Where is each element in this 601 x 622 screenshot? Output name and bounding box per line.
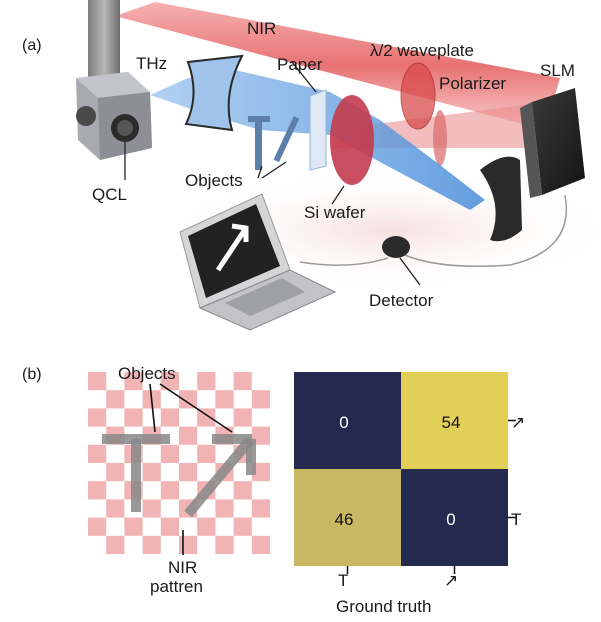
checker-square <box>197 444 216 463</box>
checker-square <box>124 372 143 391</box>
concave-mirror-right <box>480 156 522 242</box>
objects-stands <box>248 116 300 170</box>
nir-pattern-checkerboard <box>88 372 270 554</box>
checker-square <box>88 481 107 500</box>
detector-label: Detector <box>369 291 434 310</box>
polarizer-label: Polarizer <box>439 74 507 93</box>
checker-square <box>106 390 125 409</box>
panel-b-tag: (b) <box>22 366 42 383</box>
objects-shapes <box>102 434 256 518</box>
laptop <box>179 193 337 331</box>
checker-square <box>88 372 107 391</box>
checker-square <box>251 499 270 518</box>
paper-label: Paper <box>277 55 323 74</box>
checker-square <box>106 535 125 554</box>
checker-square <box>88 408 107 427</box>
matrix-cell-value: 54 <box>441 413 461 432</box>
qcl-device <box>76 0 152 160</box>
matrix-cell-value: 46 <box>334 510 354 529</box>
checker-square <box>251 535 270 554</box>
checker-square <box>197 517 216 536</box>
checker-square <box>88 444 107 463</box>
checker-square <box>215 535 234 554</box>
nir-pattern-label-line2: pattren <box>150 577 203 596</box>
checker-square <box>106 499 125 518</box>
nir-beam <box>115 2 560 130</box>
panel-b-leaders <box>149 383 233 555</box>
checker-square <box>160 372 179 391</box>
checker-square <box>179 535 198 554</box>
thz-beam <box>150 70 485 210</box>
nir-pattern-label-line1: NIR <box>168 558 198 577</box>
checker-square <box>215 499 234 518</box>
checker-square <box>160 481 179 500</box>
objects-label: Objects <box>185 171 243 190</box>
nir-label: NIR <box>247 19 277 38</box>
checker-square <box>142 535 161 554</box>
slm-device <box>520 88 585 198</box>
checker-square <box>142 463 161 482</box>
col-tick-label: T <box>338 571 349 590</box>
checker-square <box>160 517 179 536</box>
slm-label: SLM <box>540 61 575 80</box>
checker-square <box>106 463 125 482</box>
col-tick-label: ↗ <box>444 571 459 590</box>
checker-square <box>124 408 143 427</box>
matrix-cell <box>294 372 401 469</box>
thz-label: THz <box>136 54 168 73</box>
row-tick-label: T <box>511 510 522 529</box>
matrix-cell-value: 0 <box>446 510 456 529</box>
checker-square <box>124 517 143 536</box>
panel-b-objects-label: Objects <box>118 364 176 383</box>
checker-square <box>179 426 198 445</box>
checker-square <box>197 408 216 427</box>
waveplate-label: λ/2 waveplate <box>370 41 474 60</box>
checker-square <box>160 444 179 463</box>
matrix-cell <box>401 469 508 566</box>
checker-square <box>179 390 198 409</box>
checker-square <box>251 426 270 445</box>
waveplate-optic <box>400 62 436 130</box>
confusion-matrix <box>294 372 516 574</box>
paper-sheet <box>309 89 327 171</box>
checker-square <box>233 372 252 391</box>
checker-square <box>233 408 252 427</box>
detector-device <box>382 236 410 258</box>
si-wafer-label: Si wafer <box>304 203 366 222</box>
matrix-cell <box>401 372 508 469</box>
checker-square <box>233 517 252 536</box>
matrix-x-axis-label: Ground truth <box>336 597 432 616</box>
concave-mirror-left <box>184 54 244 132</box>
matrix-cell <box>294 469 401 566</box>
qcl-label: QCL <box>92 185 127 204</box>
setup-illustration <box>76 0 601 331</box>
polarizer-optic <box>433 110 447 166</box>
checker-square <box>215 390 234 409</box>
checker-square <box>251 463 270 482</box>
si-wafer-optic <box>330 95 374 185</box>
checker-square <box>142 499 161 518</box>
detector-cable <box>404 194 567 267</box>
matrix-cell-value: 0 <box>339 413 349 432</box>
row-tick-label: ↗ <box>511 413 526 432</box>
checker-square <box>160 408 179 427</box>
checker-square <box>88 517 107 536</box>
checker-square <box>251 390 270 409</box>
leader-lines <box>124 61 421 286</box>
checker-square <box>197 372 216 391</box>
checker-square <box>233 481 252 500</box>
panel-a-tag: (a) <box>22 37 42 54</box>
checker-square <box>179 463 198 482</box>
